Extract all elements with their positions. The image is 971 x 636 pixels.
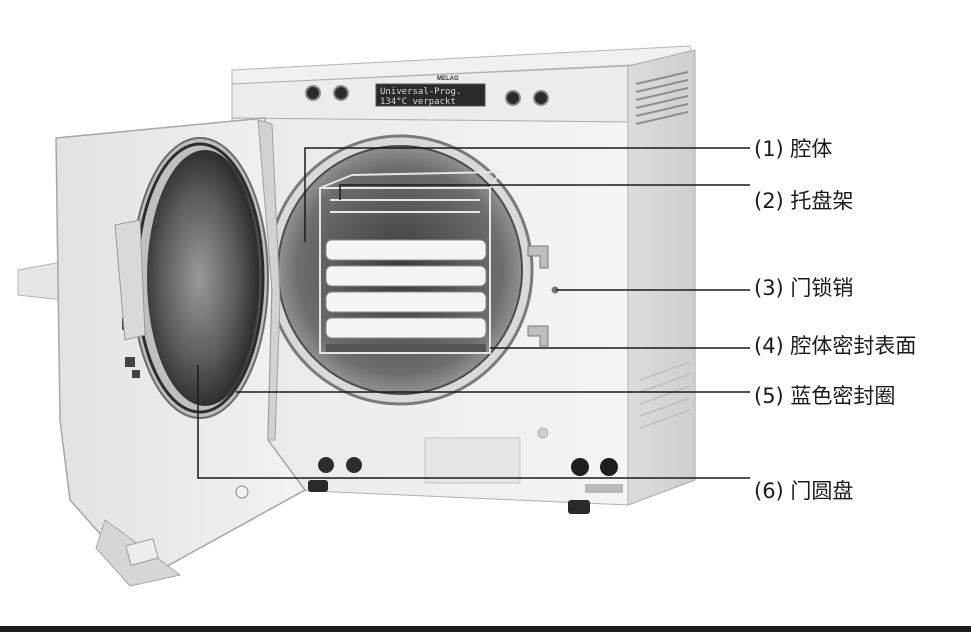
tray-3 — [325, 291, 487, 313]
control-button-start[interactable] — [505, 90, 521, 106]
callout-label-4: (4) 腔体密封表面 — [754, 334, 916, 358]
lower-side-vent — [639, 361, 691, 429]
leader-line-1 — [304, 147, 750, 242]
side-vent — [635, 71, 689, 125]
door-lock-hooks — [527, 245, 559, 347]
callout-labels: (1) 腔体 (2) 托盘架 (3) 门锁销 (4) 腔体密封表面 (5) 蓝色… — [754, 137, 916, 503]
tray-rack — [319, 171, 501, 354]
leader-line-6 — [197, 365, 750, 479]
callout-label-1: (1) 腔体 — [754, 137, 832, 161]
callout-label-5: (5) 蓝色密封圈 — [754, 384, 895, 408]
lcd-line-2: 134°C verpackt — [380, 97, 456, 107]
leader-lines — [197, 147, 750, 479]
tray-4 — [325, 317, 487, 339]
callout-label-3: (3) 门锁销 — [754, 276, 853, 300]
leader-line-2 — [339, 184, 750, 200]
lcd-display — [375, 83, 486, 107]
door-lock-pin — [551, 286, 559, 294]
tray-2 — [325, 265, 487, 287]
control-knob-left[interactable] — [305, 85, 321, 101]
brand-label: MELAG — [437, 76, 459, 82]
hose-connectors — [318, 457, 618, 476]
control-knob-right[interactable] — [333, 85, 349, 101]
door-disc — [147, 150, 263, 406]
trays — [325, 239, 487, 339]
door — [17, 117, 307, 587]
control-button-stop[interactable] — [533, 90, 549, 106]
lcd-line-1: Universal-Prog. — [380, 87, 461, 97]
callout-label-2: (2) 托盘架 — [754, 189, 853, 213]
chamber — [266, 134, 534, 406]
tray-1 — [325, 239, 487, 261]
control-panel: MELAG Universal-Prog. 134°C verpackt — [305, 76, 549, 107]
bottom-border — [0, 626, 971, 632]
callout-label-6: (6) 门圆盘 — [754, 479, 853, 503]
